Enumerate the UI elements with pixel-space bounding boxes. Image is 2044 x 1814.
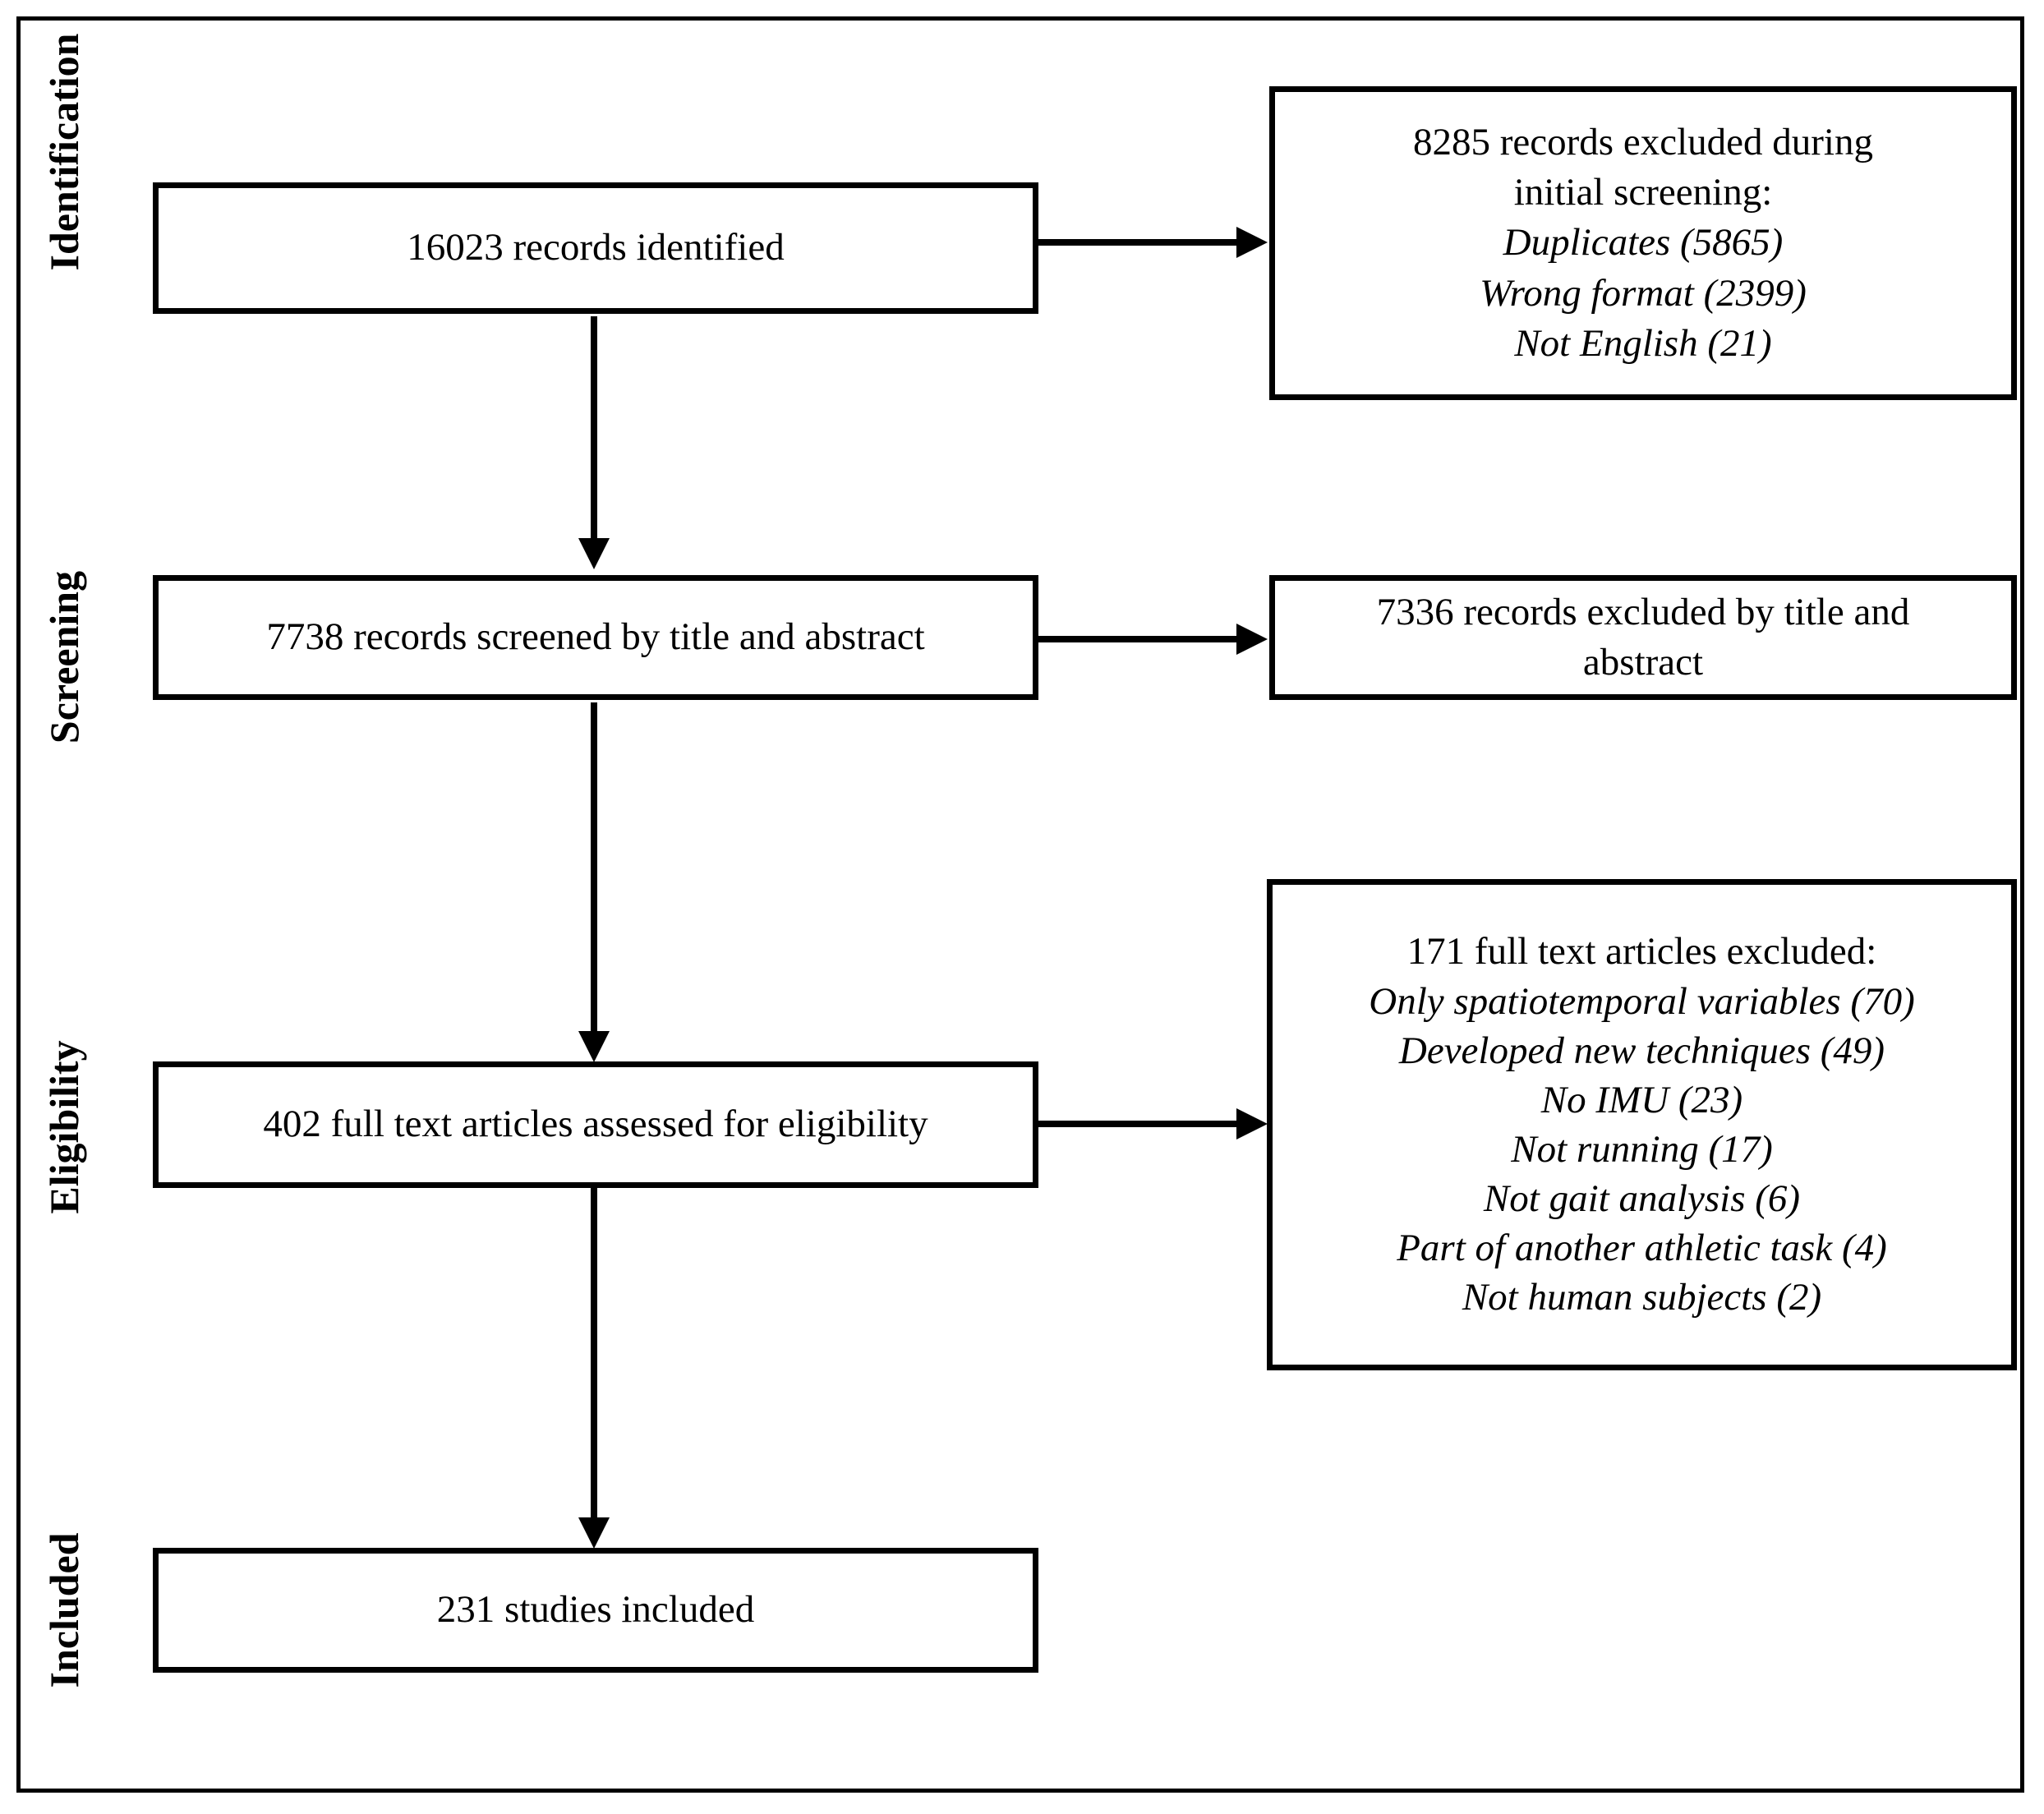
connector-to-excluded-full-text-line xyxy=(1034,1121,1239,1127)
connector-screened-to-assessed-arrow xyxy=(578,1031,610,1062)
connector-assessed-to-included-arrow xyxy=(578,1517,610,1549)
full-text-excluded-line-1: 171 full text articles excluded: xyxy=(1406,930,1877,974)
box-studies-included-line-1: 231 studies included xyxy=(436,1588,755,1632)
box-full-text-assessed-line-1: 402 full text articles assessed for elig… xyxy=(263,1103,928,1146)
stage-label-screening: Screening xyxy=(41,570,87,744)
box-records-screened: 7738 records screened by title and abstr… xyxy=(153,575,1038,700)
full-text-excluded-reason-not-running: Not running (17) xyxy=(1511,1128,1773,1171)
full-text-excluded-reason-spatiotemporal: Only spatiotemporal variables (70) xyxy=(1369,979,1915,1023)
diagram-outer-border xyxy=(16,16,2024,1793)
excluded-initial-reason-not-english: Not English (21) xyxy=(1514,321,1772,365)
full-text-excluded-reason-not-gait-analysis: Not gait analysis (6) xyxy=(1483,1177,1801,1221)
connector-to-excluded-title-abstract-line xyxy=(1034,636,1239,642)
box-full-text-assessed: 402 full text articles assessed for elig… xyxy=(153,1061,1038,1188)
full-text-excluded-reason-new-techniques: Developed new techniques (49) xyxy=(1398,1029,1885,1072)
box-studies-included: 231 studies included xyxy=(153,1548,1038,1673)
excluded-initial-reason-wrong-format: Wrong format (2399) xyxy=(1480,271,1807,315)
connector-assessed-to-included-line xyxy=(591,1187,597,1517)
connector-identified-to-screened-arrow xyxy=(578,538,610,569)
excluded-initial-line-2: initial screening: xyxy=(1513,171,1773,214)
connector-to-excluded-initial-line xyxy=(1034,239,1239,246)
stage-label-identification: Identification xyxy=(41,33,87,271)
excluded-initial-reason-duplicates: Duplicates (5865) xyxy=(1503,221,1784,265)
connector-identified-to-screened-line xyxy=(591,316,597,538)
excluded-initial-line-1: 8285 records excluded during xyxy=(1413,121,1873,164)
connector-to-excluded-initial-arrow xyxy=(1236,227,1268,258)
box-records-identified: 16023 records identified xyxy=(153,182,1038,314)
box-full-text-excluded: 171 full text articles excluded: Only sp… xyxy=(1267,879,2017,1370)
stage-label-eligibility: Eligibility xyxy=(41,1040,87,1214)
excluded-title-abstract-line-1: 7336 records excluded by title and xyxy=(1376,590,1910,633)
connector-to-excluded-full-text-arrow xyxy=(1236,1108,1268,1140)
full-text-excluded-reason-not-human-subjects: Not human subjects (2) xyxy=(1462,1276,1822,1319)
excluded-title-abstract-line-2: abstract xyxy=(1582,641,1704,684)
connector-screened-to-assessed-line xyxy=(591,702,597,1031)
box-records-screened-line-1: 7738 records screened by title and abstr… xyxy=(266,615,925,659)
stage-label-included: Included xyxy=(41,1532,87,1688)
box-records-identified-line-1: 16023 records identified xyxy=(407,226,785,269)
full-text-excluded-reason-no-imu: No IMU (23) xyxy=(1540,1078,1743,1121)
connector-to-excluded-title-abstract-arrow xyxy=(1236,624,1268,655)
full-text-excluded-reason-other-athletic-task: Part of another athletic task (4) xyxy=(1397,1227,1887,1270)
box-records-excluded-initial: 8285 records excluded during initial scr… xyxy=(1269,86,2017,400)
box-records-excluded-title-abstract: 7336 records excluded by title and abstr… xyxy=(1269,575,2017,700)
